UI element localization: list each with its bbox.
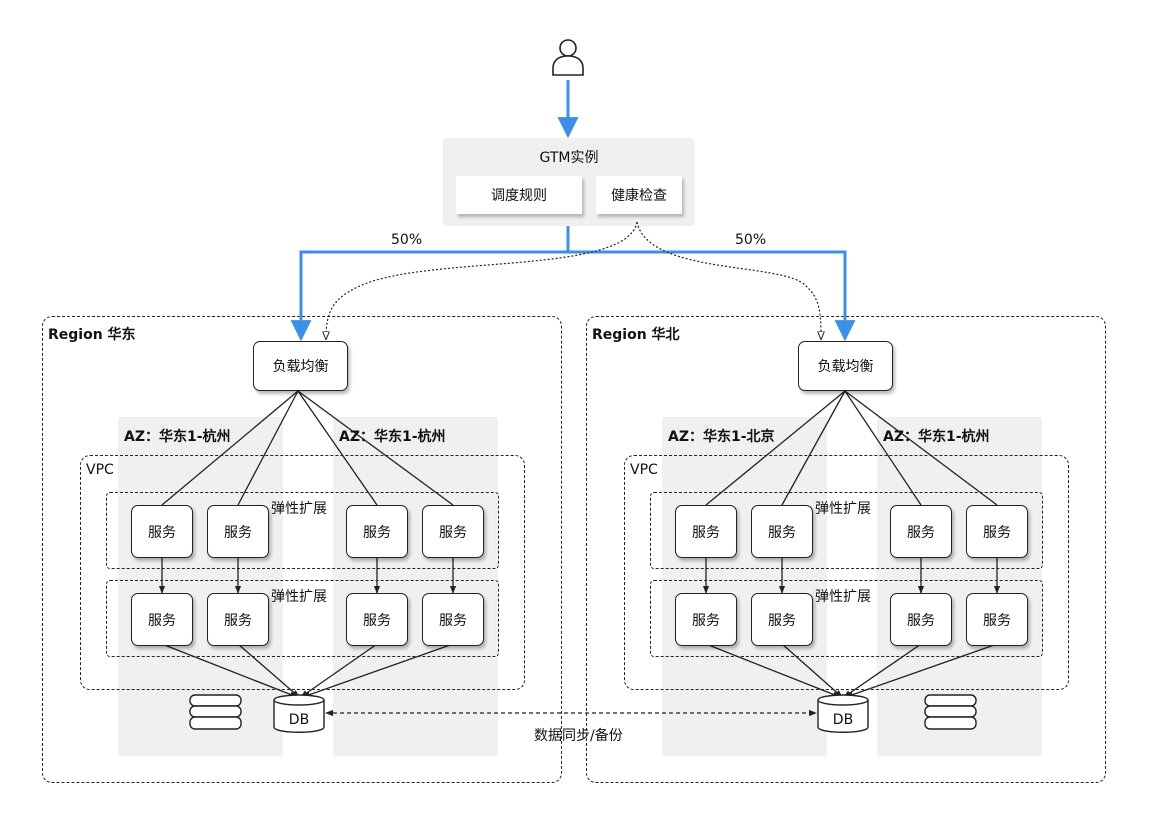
lb-link xyxy=(161,390,299,506)
db-link xyxy=(302,643,454,698)
service-node[interactable]: 服务 xyxy=(890,505,952,558)
autoscale-group-east-2 xyxy=(106,580,499,657)
db-link xyxy=(781,643,843,698)
lb-link xyxy=(844,390,922,506)
db-north-label: DB xyxy=(832,712,854,728)
region-north-title: Region 华北 xyxy=(592,327,680,343)
db-cylinder-north xyxy=(817,694,869,733)
db-link xyxy=(161,643,298,698)
az-east-1-label: AZ：华东1-杭州 xyxy=(124,429,231,445)
autoscale-east-2-label: 弹性扩展 xyxy=(271,589,327,605)
autoscale-north-1-label: 弹性扩展 xyxy=(815,501,871,517)
service-node[interactable]: 服务 xyxy=(131,505,193,558)
lb-link xyxy=(781,390,846,506)
service-node[interactable]: 服务 xyxy=(751,593,813,646)
service-node[interactable]: 服务 xyxy=(422,593,484,646)
split-east-label: 50% xyxy=(391,232,423,248)
db-link xyxy=(843,643,922,698)
lb-link xyxy=(297,390,454,506)
az-north-2-label: AZ：华东1-杭州 xyxy=(883,429,990,445)
autoscale-group-north-2 xyxy=(650,580,1043,657)
autoscale-north-2-label: 弹性扩展 xyxy=(815,589,871,605)
region-east-title: Region 华东 xyxy=(48,327,136,343)
split-north-label: 50% xyxy=(735,232,767,248)
az-north-1-label: AZ：华东1-北京 xyxy=(668,429,775,445)
vpc-east-label: VPC xyxy=(86,462,114,478)
lb-link xyxy=(297,390,378,506)
service-node[interactable]: 服务 xyxy=(890,593,952,646)
vpc-east-boundary xyxy=(80,455,525,690)
service-node[interactable]: 服务 xyxy=(675,505,737,558)
dispatch-rule-button[interactable]: 调度规则 xyxy=(456,176,582,214)
health-check-east xyxy=(326,221,638,339)
service-node[interactable]: 服务 xyxy=(966,593,1028,646)
autoscale-east-1-label: 弹性扩展 xyxy=(271,501,327,517)
health-check-north xyxy=(636,221,821,339)
service-node[interactable]: 服务 xyxy=(207,593,269,646)
az-panel-east-2 xyxy=(333,417,498,756)
lb-link xyxy=(844,390,998,506)
gtm-to-north-arrow xyxy=(568,250,856,342)
db-link xyxy=(300,643,378,698)
autoscale-group-north-1 xyxy=(650,492,1043,569)
service-node[interactable]: 服务 xyxy=(346,593,408,646)
health-check-button[interactable]: 健康检查 xyxy=(596,176,682,214)
lb-link xyxy=(705,390,846,506)
service-node[interactable]: 服务 xyxy=(422,505,484,558)
gtm-to-east-arrow xyxy=(290,226,570,342)
autoscale-group-east-1 xyxy=(106,492,499,569)
service-node[interactable]: 服务 xyxy=(346,505,408,558)
service-node[interactable]: 服务 xyxy=(751,505,813,558)
az-east-2-label: AZ：华东1-杭州 xyxy=(339,429,446,445)
db-cylinder-east xyxy=(273,694,325,733)
db-link xyxy=(705,643,841,698)
vpc-north-boundary xyxy=(624,455,1069,690)
lb-link xyxy=(237,390,299,506)
db-link xyxy=(845,643,998,698)
user-icon xyxy=(552,39,584,76)
gtm-title: GTM实例 xyxy=(539,150,599,166)
db-link xyxy=(237,643,300,698)
load-balancer-east[interactable]: 负载均衡 xyxy=(253,341,348,391)
db-east-label: DB xyxy=(288,712,310,728)
service-node[interactable]: 服务 xyxy=(966,505,1028,558)
service-node[interactable]: 服务 xyxy=(675,593,737,646)
load-balancer-north[interactable]: 负载均衡 xyxy=(798,341,893,391)
storage-stack-icon xyxy=(189,694,242,730)
storage-stack-icon xyxy=(924,694,977,730)
service-node[interactable]: 服务 xyxy=(131,593,193,646)
service-node[interactable]: 服务 xyxy=(207,505,269,558)
vpc-north-label: VPC xyxy=(630,462,658,478)
data-sync-label: 数据同步/备份 xyxy=(534,728,623,744)
